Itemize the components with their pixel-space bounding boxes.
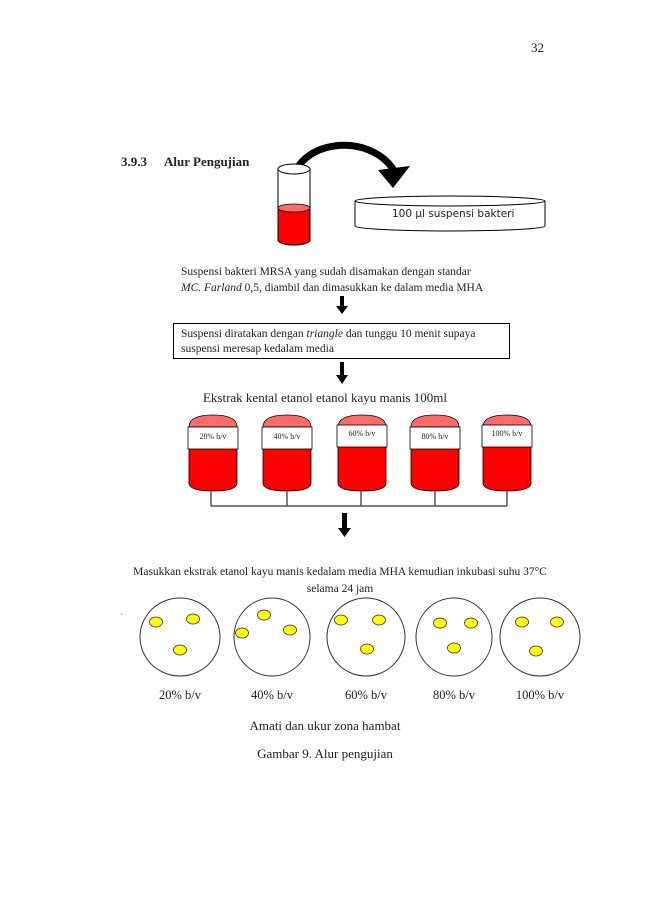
plate-group <box>139 597 581 677</box>
inhibition-zone <box>360 643 374 655</box>
bottle-5 <box>481 414 533 492</box>
bottle-label-box <box>187 426 239 450</box>
step-4-line-2: selama 24 jam <box>306 583 374 595</box>
plate-label: 80% b/v <box>432 688 475 702</box>
section-title: Alur Pengujian <box>164 154 250 169</box>
inhibition-zone <box>550 616 564 628</box>
step-1-line-2: MC. Farland 0,5, diambil dan dimasukkan … <box>181 280 483 296</box>
bottle-cap <box>188 414 238 428</box>
inhibition-zone <box>173 644 187 656</box>
step-2-box: Suspensi diratakan dengan triangle dan t… <box>173 323 510 359</box>
plate-label: 40% b/v <box>250 688 293 702</box>
bottle-cap <box>262 414 312 428</box>
plate-label: 60% b/v <box>344 688 387 702</box>
dish-label: 100 µl suspensi bakteri <box>392 208 515 220</box>
step-4-text: Masukkan ekstrak etanol kayu manis kedal… <box>120 564 560 598</box>
bottle-cap <box>482 414 532 428</box>
connector-lines <box>210 491 508 507</box>
inhibition-zone <box>464 617 478 629</box>
plate-outline <box>499 597 581 677</box>
bottle-group <box>187 414 533 492</box>
plate-label: 20% b/v <box>158 688 201 702</box>
test-tube-icon <box>277 163 311 246</box>
plate-outline <box>415 597 493 677</box>
inhibition-zone <box>186 613 200 625</box>
step-1-rest: 0,5, diambil dan dimasukkan ke dalam med… <box>241 282 484 294</box>
down-arrow-icon <box>338 513 351 537</box>
step-1-italic: MC. Farland <box>181 282 242 294</box>
inhibition-zone <box>447 642 461 654</box>
inhibition-zone <box>433 617 447 629</box>
agar-plate-2 <box>233 597 311 677</box>
stray-mark: ` <box>120 612 123 622</box>
agar-plate-4 <box>415 597 493 677</box>
petri-dish-icon <box>354 195 546 232</box>
bottle-label-box <box>336 424 388 448</box>
observe-text: Amati dan ukur zona hambat <box>249 718 401 733</box>
bottle-4 <box>409 414 461 492</box>
inhibition-zone <box>529 645 543 657</box>
step-1-line-1: Suspensi bakteri MRSA yang sudah disamak… <box>181 266 471 278</box>
bottle-label-box <box>481 424 533 448</box>
plate-outline <box>233 597 311 677</box>
plate-label: 100% b/v <box>515 688 565 702</box>
plate-outline <box>326 597 406 677</box>
down-arrow-icon <box>336 362 348 384</box>
agar-plate-1 <box>139 597 221 677</box>
extract-title: Ekstrak kental etanol etanol kayu manis … <box>202 390 448 405</box>
bottle-1 <box>187 414 239 492</box>
step-2-part-2: dan tunggu 10 menit supaya <box>342 328 476 340</box>
bottle-label-box <box>409 426 461 450</box>
inhibition-zone <box>235 627 249 639</box>
step-2-line-1: Suspensi diratakan dengan triangle dan t… <box>181 327 509 342</box>
down-arrow-icon <box>336 296 348 314</box>
inhibition-zone <box>283 624 297 636</box>
step-1-text: Suspensi bakteri MRSA yang sudah disamak… <box>181 264 483 296</box>
bottle-label: 80% b/v <box>421 432 449 441</box>
inhibition-zone <box>334 614 348 626</box>
plate-outline <box>139 597 221 677</box>
bottle-cap <box>337 414 387 428</box>
bottle-label-box <box>261 426 313 450</box>
bottle-cap <box>410 414 460 428</box>
step-2-italic: triangle <box>306 328 343 340</box>
inhibition-zone <box>257 609 271 621</box>
inhibition-zone <box>372 614 386 626</box>
figure-caption: Gambar 9. Alur pengujian <box>257 746 393 761</box>
bottle-label: 20% b/v <box>199 432 227 441</box>
bottle-label: 100% b/v <box>491 429 523 438</box>
page-number: 32 <box>531 40 544 55</box>
section-number: 3.9.3 <box>121 154 147 169</box>
inhibition-zone <box>515 616 529 628</box>
curved-arrow-head-icon <box>378 166 410 188</box>
step-4-line-1: Masukkan ekstrak etanol kayu manis kedal… <box>133 566 547 578</box>
bottle-label: 60% b/v <box>348 429 376 438</box>
bottle-2 <box>261 414 313 492</box>
bottle-label: 40% b/v <box>273 432 301 441</box>
agar-plate-3 <box>326 597 406 677</box>
section-heading: 3.9.3 Alur Pengujian <box>121 154 249 170</box>
step-2-part-1: Suspensi diratakan dengan <box>181 328 307 340</box>
inhibition-zone <box>149 616 163 628</box>
step-2-line-2: suspensi meresap kedalam media <box>181 343 334 355</box>
bottle-3 <box>336 414 388 492</box>
agar-plate-5 <box>499 597 581 677</box>
